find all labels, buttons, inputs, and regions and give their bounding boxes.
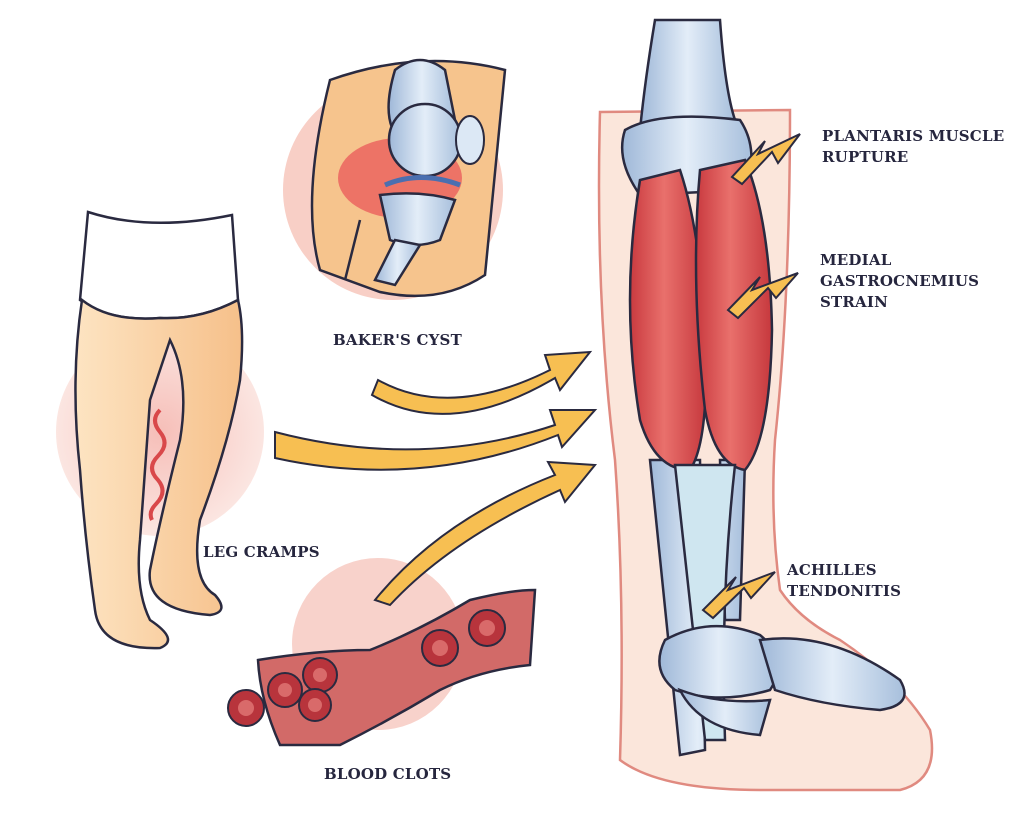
cramp-zigzag (148, 408, 167, 521)
foot-bones (758, 637, 906, 712)
blood-clots-illustration (227, 558, 537, 747)
patella (455, 115, 485, 165)
label-achilles-tendonitis: ACHILLES TENDONITIS (787, 560, 901, 602)
femur (638, 18, 737, 132)
pointer-achilles (701, 571, 776, 620)
pointer-gastrocnemius (726, 272, 799, 320)
arrow-leg-cramps (274, 409, 598, 471)
arrow-bakers-cyst (370, 350, 593, 415)
label-line: ACHILLES (787, 561, 877, 579)
heel-bone (677, 687, 772, 737)
pointer-plantaris (730, 133, 801, 186)
label-plantaris-rupture: PLANTARIS MUSCLE RUPTURE (822, 126, 1004, 168)
label-medial-gastrocnemius-strain: MEDIAL GASTROCNEMIUS STRAIN (820, 250, 979, 313)
blood-cell-group (227, 609, 506, 727)
label-line: TENDONITIS (787, 582, 902, 600)
femur-condyle (387, 102, 463, 178)
shorts (78, 210, 240, 320)
leg-cramps-illustration (56, 210, 264, 650)
arrows-to-leg (274, 350, 598, 607)
label-bakers-cyst: BAKER'S CYST (333, 331, 462, 349)
meniscus (384, 175, 461, 188)
tibia-shaft (373, 238, 423, 287)
label-pointers (701, 133, 801, 620)
label-line: GASTROCNEMIUS (820, 272, 980, 290)
label-line: MEDIAL (820, 251, 892, 269)
legs (74, 297, 244, 650)
ankle-bones (658, 624, 780, 699)
label-blood-clots: BLOOD CLOTS (324, 765, 452, 783)
label-line: RUPTURE (822, 148, 909, 166)
label-leg-cramps: LEG CRAMPS (203, 543, 320, 561)
label-line: PLANTARIS MUSCLE (822, 127, 1005, 145)
arrow-blood-clots (373, 460, 597, 607)
bakers-cyst-knee-illustration (283, 58, 507, 300)
label-line: STRAIN (820, 293, 889, 311)
